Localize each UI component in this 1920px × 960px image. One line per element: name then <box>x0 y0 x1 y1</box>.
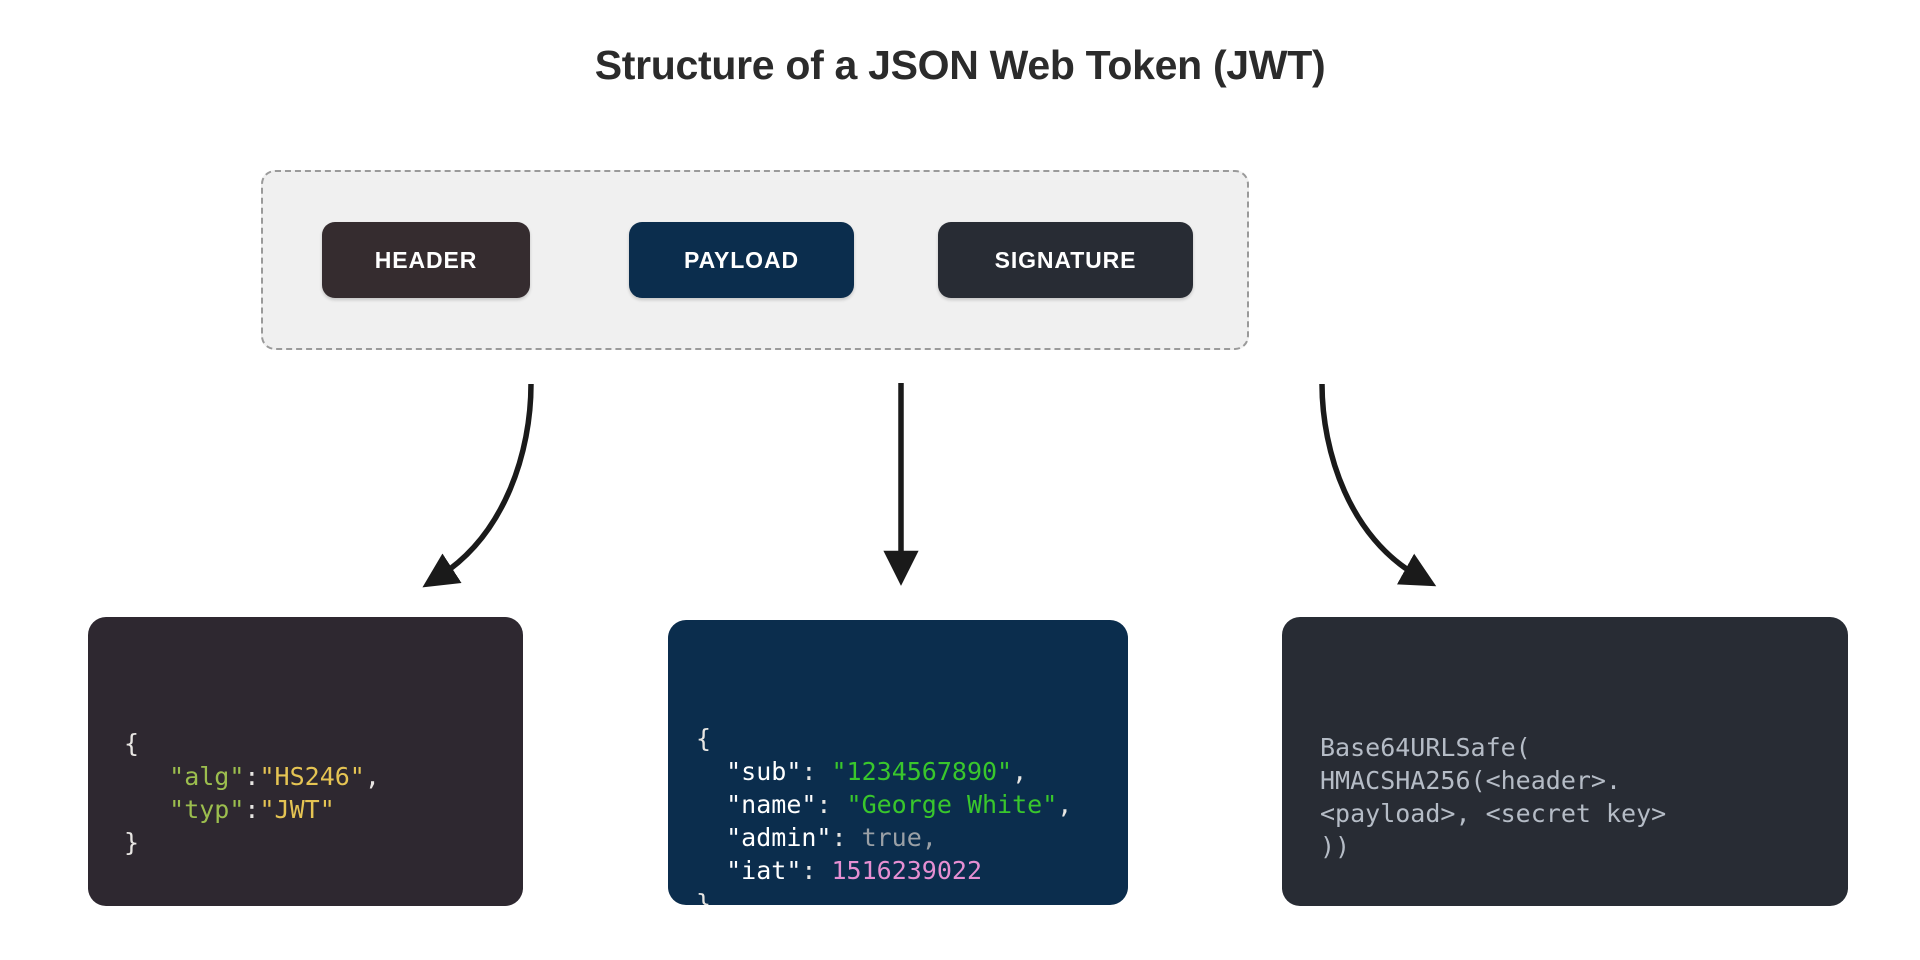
code-token: "admin" <box>726 823 832 852</box>
code-token: { <box>696 724 712 753</box>
code-line: } <box>696 887 1128 905</box>
code-line: HMACSHA256(<header>. <box>1320 766 1622 795</box>
code-token <box>124 762 169 791</box>
code-token: "name" <box>726 790 817 819</box>
code-token <box>696 823 726 852</box>
code-token: "JWT" <box>259 795 335 824</box>
code-line: <payload>, <secret key> <box>1320 799 1667 828</box>
code-line: "admin": true, <box>696 821 1128 854</box>
header-code-card: { "alg":"HS246", "typ":"JWT"} <box>88 617 523 906</box>
code-token: : <box>831 823 862 852</box>
code-line: "iat": 1516239022 <box>696 854 1128 887</box>
token-part-header[interactable]: HEADER <box>322 222 530 298</box>
code-token: { <box>124 729 140 758</box>
token-part-signature-label: SIGNATURE <box>994 246 1137 273</box>
token-part-payload-label: PAYLOAD <box>684 246 799 273</box>
header-code-body: { "alg":"HS246", "typ":"JWT"} <box>124 727 523 859</box>
code-line: } <box>124 826 523 859</box>
code-token: "HS246" <box>259 762 365 791</box>
code-token: , <box>1012 757 1028 786</box>
payload-code-body: { "sub": "1234567890", "name": "George W… <box>696 722 1128 905</box>
code-line: "typ":"JWT" <box>124 793 523 826</box>
code-token: "alg" <box>169 762 245 791</box>
token-part-header-label: HEADER <box>374 246 478 273</box>
code-token: } <box>124 828 140 857</box>
code-token: : <box>816 790 847 819</box>
code-token: : <box>244 795 260 824</box>
page-title: Structure of a JSON Web Token (JWT) <box>594 42 1326 88</box>
code-line: { <box>124 727 523 760</box>
code-line: )) <box>1320 832 1351 861</box>
code-line: Base64URLSafe( <box>1320 733 1531 762</box>
code-token <box>696 757 726 786</box>
code-token: "iat" <box>726 856 802 885</box>
code-token: : <box>801 757 832 786</box>
code-token: } <box>696 889 712 905</box>
code-token: "sub" <box>726 757 802 786</box>
code-token: , <box>1057 790 1073 819</box>
code-token: , <box>921 823 937 852</box>
code-token: "1234567890" <box>831 757 1013 786</box>
token-parts-container: HEADER PAYLOAD SIGNATURE <box>261 170 1249 350</box>
token-part-signature[interactable]: SIGNATURE <box>938 222 1193 298</box>
code-token <box>124 795 169 824</box>
token-part-payload[interactable]: PAYLOAD <box>629 222 854 298</box>
header-arrow <box>422 383 534 588</box>
code-line: { <box>696 722 1128 755</box>
code-token: "typ" <box>169 795 245 824</box>
signature-code-card: Base64URLSafe( HMACSHA256(<header>. <paylo… <box>1282 617 1848 906</box>
code-token <box>696 790 726 819</box>
signature-arrow <box>1319 383 1437 587</box>
code-token: : <box>244 762 260 791</box>
payload-code-card: { "sub": "1234567890", "name": "George W… <box>668 620 1128 905</box>
signature-code-body: Base64URLSafe( HMACSHA256(<header>. <paylo… <box>1320 731 1848 863</box>
code-line: "alg":"HS246", <box>124 760 523 793</box>
code-token: "George White" <box>846 790 1058 819</box>
code-token <box>696 856 726 885</box>
code-token: : <box>801 856 832 885</box>
code-line: "sub": "1234567890", <box>696 755 1128 788</box>
code-line: "name": "George White", <box>696 788 1128 821</box>
code-token: 1516239022 <box>831 856 982 885</box>
code-token: , <box>364 762 380 791</box>
code-token: true <box>861 823 922 852</box>
